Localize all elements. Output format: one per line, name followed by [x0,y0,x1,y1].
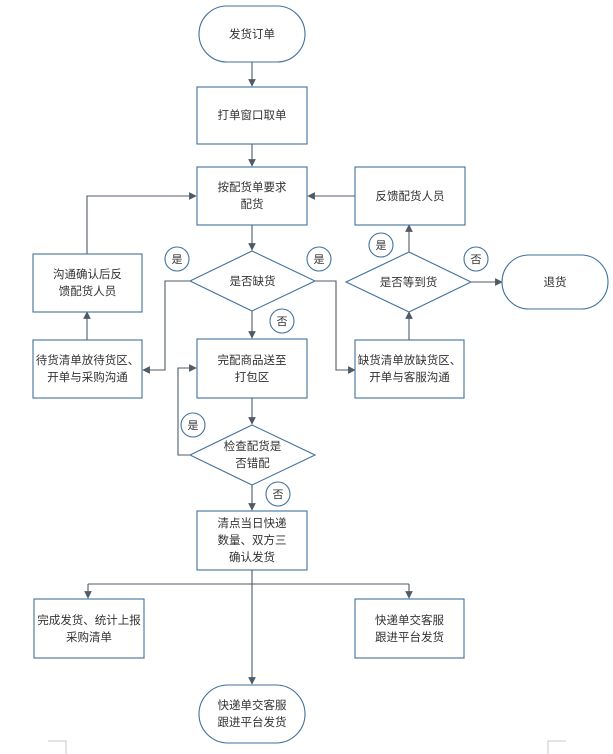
node-end-shape [198,684,306,744]
node-check-error: 检查配货是 否错配 [190,425,315,485]
node-feedback-picker: 反馈配货人员 [355,167,465,225]
tag-yes-stock-left: 是 [171,253,183,266]
node-start-shape [198,5,306,63]
node-end: 快递单交客服 跟进平台发货 [199,685,305,743]
node-wait-area-text: 待货清单放待货区、 开单与采购沟通 [35,353,140,384]
tag-yes-2-shape [306,246,332,272]
tag-no-1-shape [269,308,295,334]
node-wait-arrival-shape [344,251,473,313]
node-print-shape [196,86,308,145]
node-count-text: 清点当日快递 数量、双方三 确认发货 [217,516,287,564]
node-deliver-shape [196,338,308,399]
node-notify-picker-text: 沟通确认后反 馈配货人员 [53,267,122,298]
tag-no-3-shape [265,481,291,507]
node-pick-shape [196,166,308,226]
node-feedback-shape [354,166,466,226]
node-wait-area: 待货清单放待货区、 开单与采购沟通 [33,340,142,398]
node-check-stock-shape [188,250,317,312]
node-start: 发货订单 [199,6,305,62]
node-return-shape [501,254,609,310]
tag-yes-1-shape [164,246,190,272]
edge-count-split [88,570,409,585]
node-cs-follow: 快递单交客服 跟进平台发货 [355,599,464,658]
node-notify-picker: 沟通确认后反 馈配货人员 [33,254,142,312]
node-check-stock: 是否缺货 [190,251,315,311]
edge-check-wait-yes [142,280,190,374]
tag-yes-4-shape [180,412,206,438]
node-deliver-pack: 完配商品送至 打包区 [197,339,307,398]
node-cs-shape [354,598,465,659]
node-print-text: 打单窗口取单 [217,108,287,122]
node-pick: 按配货单要求 配货 [197,167,307,225]
tag-yes-3-shape [368,232,394,258]
node-start-text: 发货订单 [229,26,275,41]
page-corner-mark-right [547,740,566,754]
tag-no-error: 否 [272,488,284,501]
node-check-error-text: 检查配货是 否错配 [223,439,282,470]
tag-no-stock: 否 [276,315,288,328]
node-print: 打单窗口取单 [197,87,307,144]
edge-checkerr-deliver-yes [177,364,197,456]
edge-check-short-yes [315,280,356,374]
page-corner-mark-left [48,740,67,754]
node-complete: 完成发货、统计上报 采购清单 [34,599,144,658]
tag-no-2-shape [463,246,489,272]
node-cs-follow-text: 快递单交客服 跟进平台发货 [375,612,444,644]
node-wait-area-shape [32,339,143,399]
node-count: 清点当日快递 数量、双方三 确认发货 [197,511,307,570]
node-notify-shape [32,253,143,313]
node-pick-text: 按配货单要求 配货 [217,180,287,211]
node-short-area-shape [354,339,465,399]
node-check-error-shape [188,424,317,486]
node-short-area: 缺货清单放缺货区、 开单与客服沟通 [355,340,464,398]
node-wait-arrival-text: 是否等到货 [379,274,438,289]
node-deliver-pack-text: 完配商品送至 打包区 [217,352,287,384]
node-complete-shape [33,598,145,659]
tag-yes-error: 是 [187,419,199,432]
node-end-text: 快递单交客服 跟进平台发货 [217,698,287,729]
node-feedback-picker-text: 反馈配货人员 [375,188,445,203]
node-wait-arrival: 是否等到货 [346,252,471,312]
node-return-goods: 退货 [502,255,608,309]
node-check-stock-text: 是否缺货 [229,273,276,288]
tag-no-arrival: 否 [470,253,482,266]
node-return-goods-text: 退货 [543,274,567,289]
node-count-shape [196,510,308,571]
tag-yes-stock-right: 是 [313,253,325,266]
node-short-area-text: 缺货清单放缺货区、 开单与客服沟通 [357,353,462,384]
node-complete-text: 完成发货、统计上报 采购清单 [37,612,141,644]
edge-notify-pick [86,192,197,254]
tag-yes-arrival: 是 [375,239,387,252]
